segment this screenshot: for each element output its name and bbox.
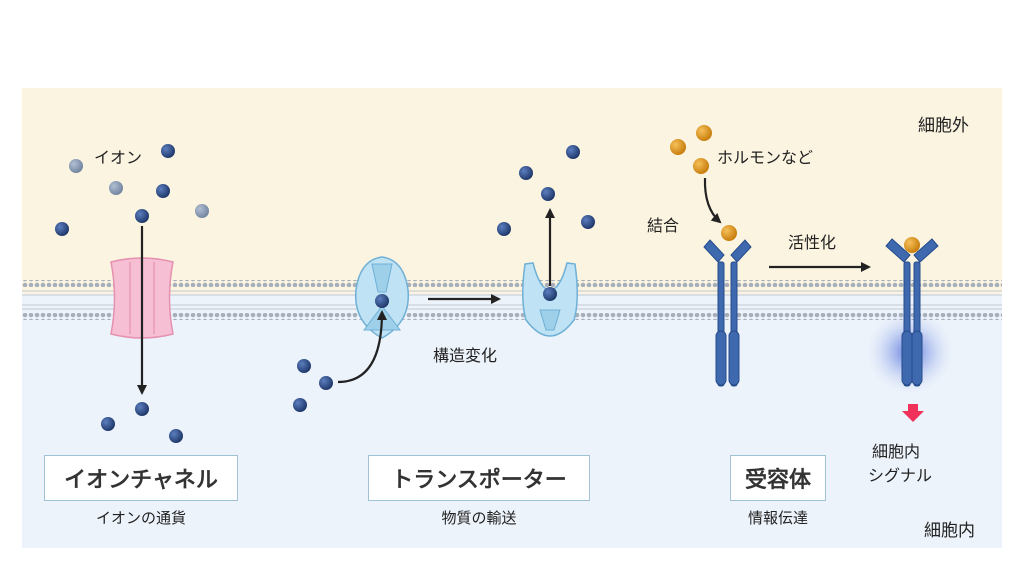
ion — [109, 181, 123, 195]
ion — [319, 376, 333, 390]
ion — [297, 359, 311, 373]
ion — [195, 204, 209, 218]
ion — [541, 187, 555, 201]
binding-label: 結合 — [647, 216, 680, 235]
transporter-subtitle: 物質の輸送 — [441, 509, 517, 527]
ion — [101, 417, 115, 431]
intracellular-region — [22, 294, 1002, 548]
ion — [69, 159, 83, 173]
ion — [169, 429, 183, 443]
hormone — [670, 139, 686, 155]
binding-arrow — [703, 177, 722, 224]
extracellular-region — [22, 88, 1002, 294]
ion — [543, 287, 557, 301]
ion — [566, 145, 580, 159]
ion — [135, 402, 149, 416]
receptor-active — [885, 238, 939, 387]
conformational-change-label: 構造変化 — [433, 346, 498, 365]
ion — [156, 184, 170, 198]
hormones-group — [670, 125, 737, 241]
receptor-inactive — [703, 239, 752, 387]
ion — [55, 222, 69, 236]
ion — [519, 166, 533, 180]
ion — [161, 144, 175, 158]
intracellular-label: 細胞内 — [924, 521, 975, 541]
transporter-state-1 — [355, 256, 409, 339]
hormone-label: ホルモンなど — [717, 148, 814, 167]
transporter-title: トランスポーター — [368, 455, 590, 501]
receptor-title: 受容体 — [730, 455, 826, 501]
ion — [581, 215, 595, 229]
signal-arrow — [902, 404, 924, 422]
uptake-arrow — [337, 310, 387, 384]
hormone — [693, 158, 709, 174]
receptor-subtitle: 情報伝達 — [747, 509, 808, 527]
activation-label: 活性化 — [788, 233, 837, 252]
transporter-state-2 — [522, 262, 578, 337]
ion — [293, 398, 307, 412]
ion — [375, 294, 389, 308]
ion — [135, 209, 149, 223]
bound-hormone — [904, 237, 920, 253]
ions-transporter-group — [293, 145, 595, 412]
ions-channel-group — [55, 144, 209, 443]
ion-channel-title: イオンチャネル — [44, 455, 238, 501]
signal-label-line2: シグナル — [868, 466, 933, 485]
ion — [497, 222, 511, 236]
hormone — [696, 125, 712, 141]
hormone — [721, 225, 737, 241]
extracellular-label: 細胞外 — [918, 116, 969, 136]
ion-channel-subtitle: イオンの通貨 — [95, 509, 186, 527]
signal-label-line1: 細胞内 — [872, 442, 921, 461]
lipid-bilayer — [22, 280, 1002, 320]
ion-label: イオン — [94, 148, 143, 167]
